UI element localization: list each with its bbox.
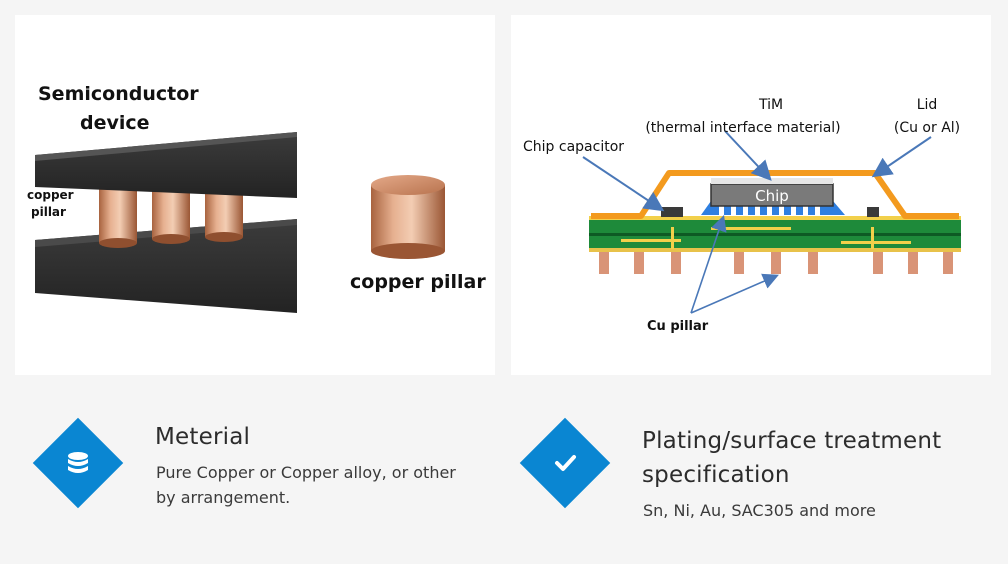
copper-pillar-base bbox=[205, 232, 243, 242]
side-pillar-label-line2: pillar bbox=[31, 205, 66, 219]
tim-label-line1: TiM bbox=[758, 97, 783, 113]
bottom-pillar bbox=[771, 252, 781, 274]
standalone-copper-pillar bbox=[371, 175, 445, 259]
bottom-pillar bbox=[634, 252, 644, 274]
lid-arrow bbox=[871, 136, 932, 178]
bottom-pillar bbox=[671, 252, 681, 274]
capacitor-arrow bbox=[582, 156, 665, 212]
trace bbox=[841, 241, 911, 244]
chip-micro-pillars bbox=[719, 205, 820, 216]
lid-label-line2: (Cu or Al) bbox=[894, 120, 960, 136]
semiconductor-label-line1: Semiconductor bbox=[38, 83, 199, 105]
feature-title: Plating/surface treatment specification bbox=[642, 428, 942, 488]
micro-pillar bbox=[755, 205, 760, 216]
bottom-pillar bbox=[734, 252, 744, 274]
bottom-pillar bbox=[808, 252, 818, 274]
feature-material: Meterial Pure Copper or Copper alloy, or… bbox=[28, 417, 488, 538]
cu-pillar-label: Cu pillar bbox=[647, 319, 709, 334]
copper-pillar bbox=[205, 189, 243, 237]
bottom-pillar bbox=[908, 252, 918, 274]
chip-capacitor bbox=[661, 207, 683, 217]
substrate-top-layer bbox=[589, 216, 961, 220]
cu-pillar-arrow bbox=[690, 214, 727, 314]
bottom-pillar bbox=[599, 252, 609, 274]
tim-arrow bbox=[724, 130, 772, 181]
chip-label: Chip bbox=[755, 187, 789, 205]
standalone-pillar-body bbox=[371, 185, 445, 251]
micro-pillar bbox=[743, 205, 748, 216]
lid-label-line1: Lid bbox=[917, 97, 938, 113]
chip-capacitor-label: Chip capacitor bbox=[523, 139, 624, 155]
trace bbox=[621, 239, 681, 242]
top-semiconductor-device bbox=[35, 132, 297, 198]
side-pillar-label-line1: copper bbox=[27, 188, 74, 202]
copper-pillar bbox=[152, 189, 190, 239]
top-semiconductor-device-edge bbox=[35, 132, 297, 161]
bottom-pillar bbox=[943, 252, 953, 274]
via bbox=[671, 227, 674, 249]
bottom-cu-pillars bbox=[599, 252, 953, 274]
feature-description: Sn, Ni, Au, SAC305 and more bbox=[643, 501, 876, 520]
substrate-inner-layer bbox=[589, 233, 961, 236]
feature-description: Pure Copper or Copper alloy, or other by… bbox=[156, 463, 456, 507]
feature-plating: Plating/surface treatment specification … bbox=[515, 417, 995, 538]
package-cross-section-panel: Chip TiM (thermal interface material) Li… bbox=[511, 15, 991, 375]
micro-pillar bbox=[803, 205, 808, 216]
copper-pillar bbox=[99, 189, 137, 243]
package-cross-section-diagram: Chip TiM (thermal interface material) Li… bbox=[523, 97, 961, 334]
substrate bbox=[589, 216, 961, 252]
lid bbox=[591, 170, 959, 219]
database-icon bbox=[28, 418, 128, 508]
micro-pillar bbox=[779, 205, 784, 216]
tim-label-line2: (thermal interface material) bbox=[645, 120, 840, 136]
copper-pillar-label: copper pillar bbox=[350, 271, 486, 293]
micro-pillar bbox=[791, 205, 796, 216]
micro-pillar bbox=[815, 205, 820, 216]
standalone-pillar-top bbox=[371, 175, 445, 195]
via bbox=[871, 227, 874, 249]
chip-capacitor bbox=[867, 207, 879, 217]
feature-title: Meterial bbox=[155, 424, 251, 450]
copper-pillar-base bbox=[152, 234, 190, 244]
copper-pillar-group bbox=[99, 189, 243, 248]
bottom-pillar bbox=[873, 252, 883, 274]
copper-pillar-illustration: Semiconductor device copper pillar coppe… bbox=[27, 83, 486, 313]
thermal-interface-material bbox=[711, 178, 833, 184]
micro-pillar bbox=[767, 205, 772, 216]
checkmark-icon bbox=[515, 418, 615, 508]
trace bbox=[711, 227, 791, 230]
copper-pillar-base bbox=[99, 238, 137, 248]
semiconductor-label-line2: device bbox=[80, 112, 150, 134]
micro-pillar bbox=[719, 205, 724, 216]
copper-pillar-illustration-panel: Semiconductor device copper pillar coppe… bbox=[15, 15, 495, 375]
cu-pillar-arrow bbox=[690, 273, 779, 314]
substrate-bottom-layer bbox=[589, 248, 961, 252]
standalone-pillar-bottom bbox=[371, 243, 445, 259]
micro-pillar bbox=[731, 205, 736, 216]
